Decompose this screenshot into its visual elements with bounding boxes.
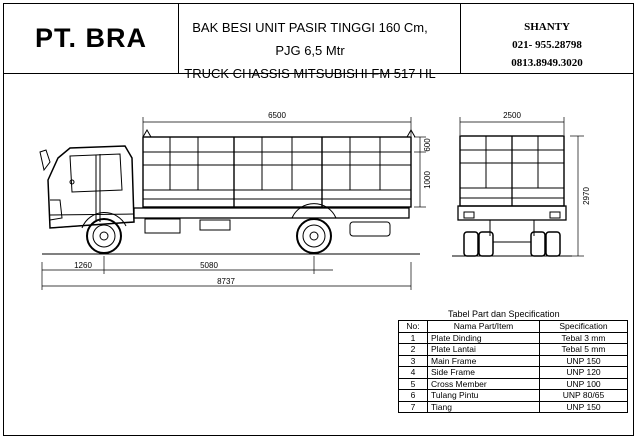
dim-overall-height: 2970 — [582, 187, 591, 205]
row-spec: UNP 80/65 — [539, 389, 628, 402]
col-header-no: No: — [398, 320, 428, 333]
truck-rear-view — [452, 135, 572, 257]
row-part: Main Frame — [427, 354, 540, 367]
row-no: 5 — [398, 377, 428, 390]
dim-front-overhang: 1260 — [74, 261, 92, 270]
table-row: 4 Side Frame UNP 120 — [398, 366, 628, 379]
dim-rear-width: 2500 — [503, 111, 521, 120]
row-spec: UNP 100 — [539, 377, 628, 390]
row-spec: Tebal 5 mm — [539, 343, 628, 356]
row-part: Plate Lantai — [427, 343, 540, 356]
row-spec: Tebal 3 mm — [539, 331, 628, 344]
contact-phone-2: 0813.8949.3020 — [511, 57, 583, 69]
description-line-1: BAK BESI UNIT PASIR TINGGI 160 Cm, PJG 6… — [192, 20, 428, 58]
spec-table-header: No: Nama Part/Item Specification — [398, 320, 628, 333]
drawing-frame — [3, 3, 634, 436]
header-divider — [460, 3, 461, 73]
row-spec: UNP 120 — [539, 366, 628, 379]
row-no: 1 — [398, 331, 428, 344]
row-spec: UNP 150 — [539, 354, 628, 367]
row-no: 7 — [398, 400, 428, 413]
dimension-lines — [41, 117, 584, 290]
table-row: 2 Plate Lantai Tebal 5 mm — [398, 343, 628, 356]
row-part: Side Frame — [427, 366, 540, 379]
col-header-spec: Specification — [539, 320, 628, 333]
contact-name: SHANTY — [524, 21, 570, 33]
header-divider — [3, 73, 634, 74]
dim-upper-height: 600 — [423, 138, 432, 152]
company-name: PT. BRA — [34, 22, 147, 53]
dim-body-length: 6500 — [268, 111, 286, 120]
row-no: 2 — [398, 343, 428, 356]
row-part: Plate Dinding — [427, 331, 540, 344]
spec-table: No: Nama Part/Item Specification 1 Plate… — [398, 320, 628, 413]
contact-block: SHANTY 021- 955.28798 0813.8949.3020 — [462, 18, 632, 72]
dimension-labels: 6500 2500 1260 5080 8737 600 1000 2970 — [74, 111, 591, 286]
row-part: Tulang Pintu — [427, 389, 540, 402]
description-line-2: TRUCK CHASSIS MITSUBISHI FM 517 HL — [184, 66, 436, 81]
row-no: 3 — [398, 354, 428, 367]
row-spec: UNP 150 — [539, 400, 628, 413]
col-header-part: Nama Part/Item — [427, 320, 540, 333]
row-part: Cross Member — [427, 377, 540, 390]
truck-side-view — [39, 128, 420, 255]
contact-phone-1: 021- 955.28798 — [512, 39, 582, 51]
row-no: 4 — [398, 366, 428, 379]
table-row: 5 Cross Member UNP 100 — [398, 377, 628, 390]
drawing-description: BAK BESI UNIT PASIR TINGGI 160 Cm, PJG 6… — [180, 16, 440, 85]
row-part: Tiang — [427, 400, 540, 413]
table-row: 6 Tulang Pintu UNP 80/65 — [398, 389, 628, 402]
row-no: 6 — [398, 389, 428, 402]
table-row: 7 Tiang UNP 150 — [398, 400, 628, 413]
dim-overall-length: 8737 — [217, 277, 235, 286]
header-divider — [178, 3, 179, 73]
table-row: 3 Main Frame UNP 150 — [398, 354, 628, 367]
dim-lower-height: 1000 — [423, 171, 432, 189]
dim-wheelbase: 5080 — [200, 261, 218, 270]
table-row: 1 Plate Dinding Tebal 3 mm — [398, 331, 628, 344]
spec-table-title: Tabel Part dan Specification — [448, 309, 560, 319]
